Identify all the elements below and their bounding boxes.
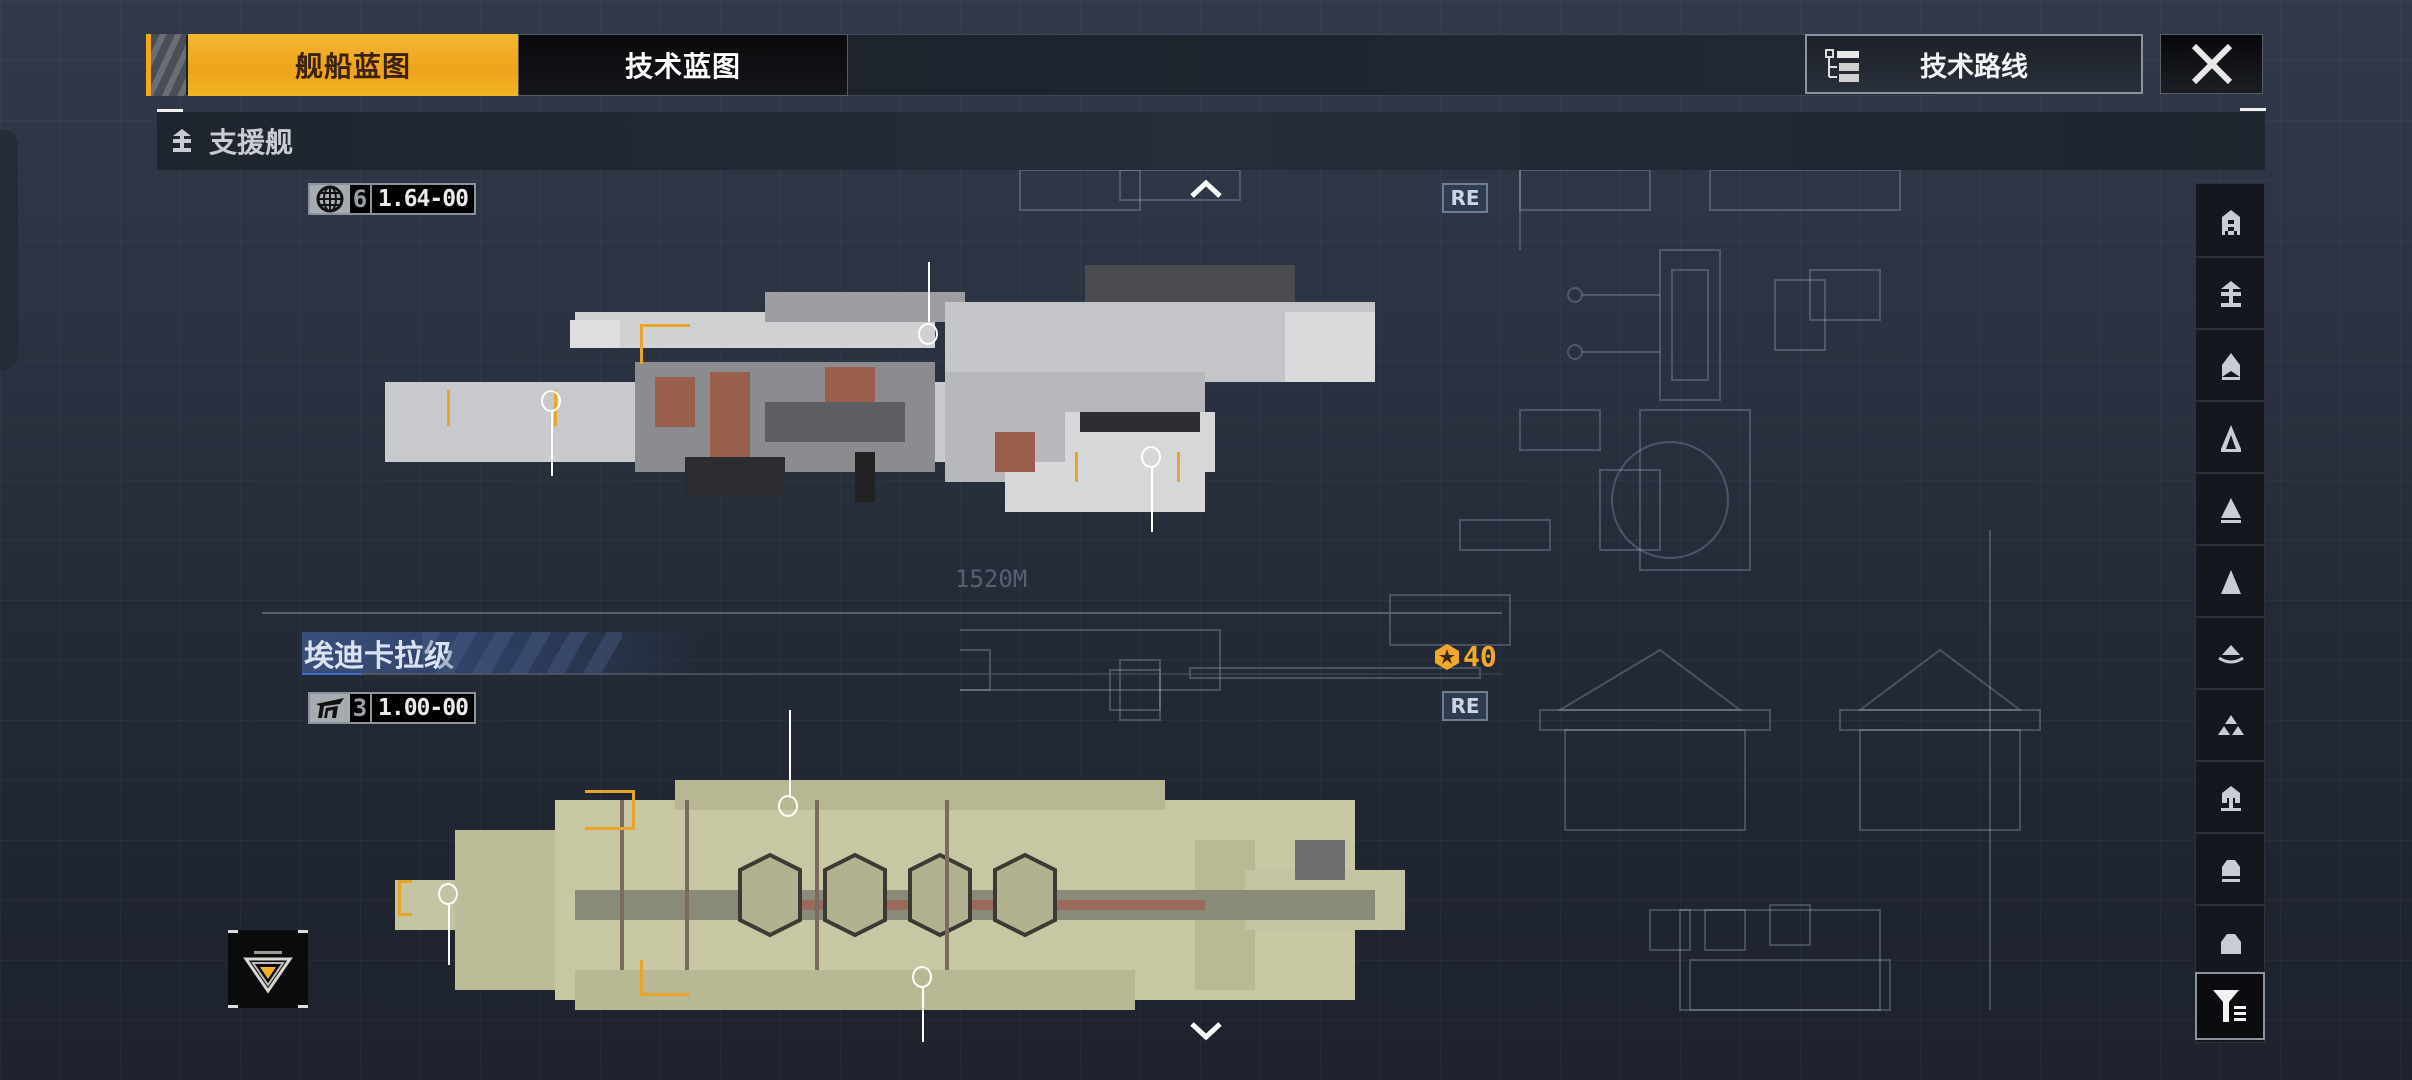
- destroyer-class-icon: [2221, 425, 2241, 452]
- leader-line: [789, 710, 791, 798]
- wing-faction-icon: [310, 694, 350, 722]
- landing-class-icon: [2222, 860, 2240, 882]
- filter-item-frigate[interactable]: [2196, 476, 2266, 546]
- ship-code-box: 3 1.00-00: [308, 692, 476, 724]
- hotspot-weapon-3[interactable]: [912, 966, 932, 988]
- leader-line: [448, 905, 450, 965]
- scale-bar: [262, 612, 1502, 614]
- ship-name-underline: [302, 673, 1502, 675]
- hardpoint-bracket: [585, 790, 635, 830]
- tree-list-icon: [1825, 49, 1859, 82]
- ship-name: 埃迪卡拉级: [304, 639, 454, 674]
- tech-route-label: 技术路线: [1920, 51, 2028, 83]
- hardpoint-bracket: [640, 324, 690, 364]
- tech-route-button[interactable]: 技术路线: [1805, 34, 2143, 94]
- hardpoint-bracket: [1075, 452, 1180, 482]
- ship-code-box: 6 1.64-00: [308, 183, 476, 215]
- filter-item-squadron[interactable]: [2196, 692, 2266, 762]
- carrier-class-icon: [2222, 210, 2240, 235]
- squadron-class-icon: [2218, 715, 2244, 735]
- hardpoint-bracket: [640, 960, 690, 996]
- filter-item-carrier[interactable]: [2196, 188, 2266, 258]
- support-ship-icon: [173, 129, 191, 152]
- ship-model-support[interactable]: [385, 262, 1385, 512]
- tab-tech-blueprints[interactable]: 技术蓝图: [518, 34, 848, 96]
- category-header: 支援舰: [157, 109, 2265, 170]
- ship-code: 1.00-00: [378, 695, 469, 721]
- chevron-down-icon[interactable]: [1189, 1020, 1223, 1042]
- leader-line: [922, 988, 924, 1042]
- support-class-icon: [2221, 281, 2241, 307]
- hardpoint-bracket: [447, 390, 557, 426]
- tab-label: 技术蓝图: [624, 50, 741, 83]
- ship-model-ediacaran[interactable]: [395, 770, 1405, 1020]
- filter-item-auxiliary[interactable]: [2196, 908, 2266, 978]
- corner-mark: [228, 930, 238, 933]
- hotspot-weapon-1[interactable]: [918, 323, 938, 345]
- hardpoint-bracket: [398, 880, 412, 916]
- corner-mark: [298, 930, 308, 933]
- tab-ship-blueprints[interactable]: 舰船蓝图: [188, 34, 518, 96]
- hazard-stripe: [146, 34, 186, 96]
- blueprint-drawings: [960, 170, 2041, 1011]
- station-class-icon: [2221, 786, 2241, 811]
- battleship-class-icon: [2222, 353, 2240, 380]
- hotspot-weapon-3[interactable]: [1141, 446, 1161, 468]
- triangle-emblem-icon: [243, 951, 293, 994]
- cost-value: 40: [1463, 640, 1497, 673]
- aircraft-class-icon: [2218, 645, 2244, 664]
- leader-line: [1151, 468, 1153, 532]
- header-accent-line: [2240, 108, 2266, 111]
- globe-icon: [310, 185, 350, 213]
- re-badge: RE: [1442, 183, 1488, 213]
- re-badge: RE: [1442, 691, 1488, 721]
- command-cost: 40: [1433, 640, 1497, 673]
- ship-name-banner: 埃迪卡拉级: [302, 632, 702, 674]
- close-button[interactable]: [2160, 34, 2263, 94]
- ship-tier: 6: [350, 185, 372, 213]
- command-point-icon: [1435, 643, 1459, 670]
- hotspot-weapon-1[interactable]: [778, 795, 798, 817]
- hotspot-weapon-2[interactable]: [438, 883, 458, 905]
- ship-class-filter-bar: [2195, 183, 2266, 1043]
- ship-tier: 3: [350, 694, 372, 722]
- filter-item-corvette[interactable]: [2196, 548, 2266, 618]
- filter-item-station[interactable]: [2196, 764, 2266, 834]
- frigate-class-icon: [2221, 498, 2241, 523]
- leader-line: [928, 262, 930, 322]
- filter-list-icon: [2213, 990, 2246, 1022]
- hotspot-weapon-2[interactable]: [541, 390, 561, 412]
- filter-item-aircraft[interactable]: [2196, 620, 2266, 690]
- fleet-emblem-button[interactable]: [228, 930, 308, 1008]
- corvette-class-icon: [2221, 570, 2241, 594]
- side-edge-handle: [0, 130, 18, 370]
- category-label: 支援舰: [209, 126, 294, 159]
- tab-label: 舰船蓝图: [294, 50, 411, 83]
- blueprint-label-scale: 1520M: [955, 565, 1028, 593]
- filter-item-support[interactable]: [2196, 260, 2266, 330]
- chevron-up-icon[interactable]: [1189, 178, 1223, 200]
- ship-code: 1.64-00: [378, 186, 469, 212]
- leader-line: [551, 412, 553, 476]
- auxiliary-class-icon: [2221, 934, 2241, 954]
- filter-item-battleship[interactable]: [2196, 332, 2266, 402]
- corner-mark: [298, 1005, 308, 1008]
- filter-toggle-button[interactable]: [2195, 972, 2265, 1040]
- filter-item-destroyer[interactable]: [2196, 404, 2266, 474]
- filter-item-landing[interactable]: [2196, 836, 2266, 906]
- corner-mark: [228, 1005, 238, 1008]
- close-icon: [2191, 43, 2232, 85]
